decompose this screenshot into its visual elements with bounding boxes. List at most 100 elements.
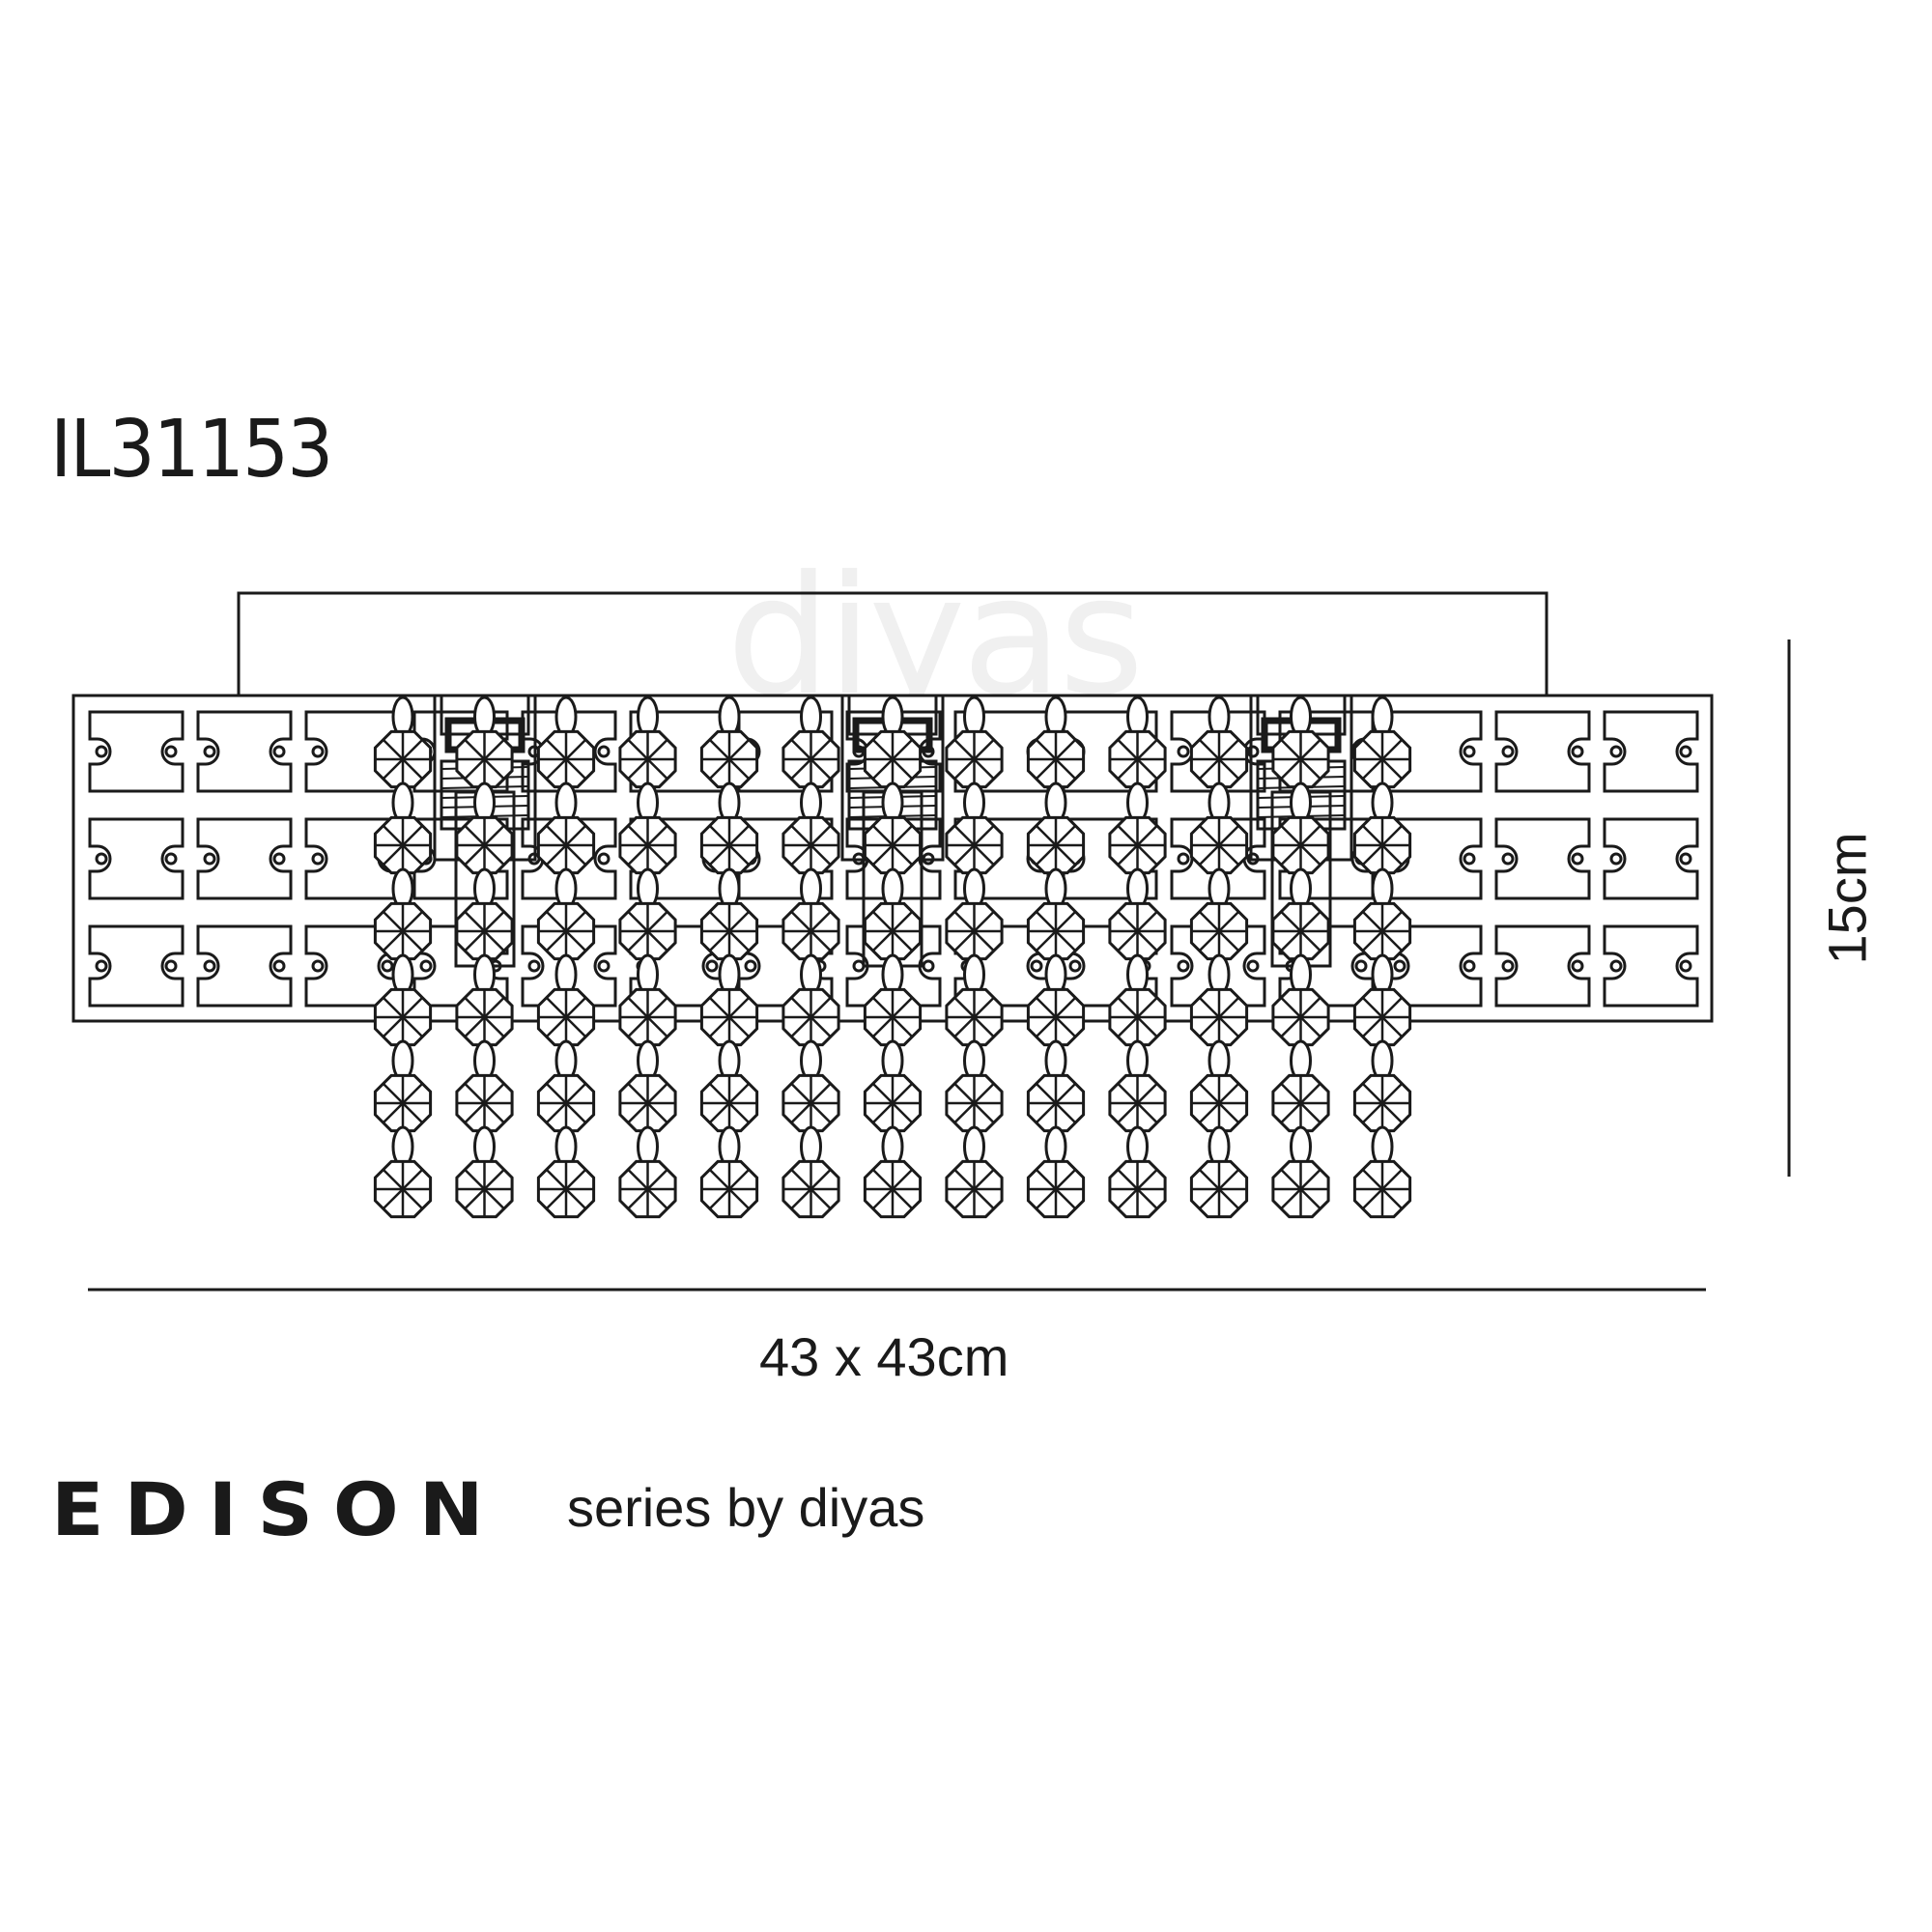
tile-hole-icon <box>1177 745 1190 758</box>
tile-outline <box>1170 710 1266 793</box>
tile-hole-icon <box>203 959 216 973</box>
crystal-strand <box>699 696 759 1219</box>
ceiling-canopy <box>237 591 1548 697</box>
tile-hole-icon <box>164 852 178 866</box>
tile-outline <box>1603 817 1699 900</box>
tile-hole-icon <box>1571 745 1584 758</box>
tile-hole-icon <box>311 959 325 973</box>
canopy-outline <box>237 591 1548 697</box>
tile-hole-icon <box>1609 745 1623 758</box>
tile-outline <box>1170 924 1266 1008</box>
tile-hole-icon <box>1679 959 1692 973</box>
crystal-strand <box>536 696 596 1219</box>
tile-hole-icon <box>1571 852 1584 866</box>
crystal-drops <box>373 696 1412 1219</box>
tile-outline <box>196 710 293 793</box>
tile-hole-icon <box>1354 959 1368 973</box>
tile-outline <box>1494 710 1591 793</box>
tile-hole-icon <box>1609 959 1623 973</box>
tile-hole-icon <box>527 959 541 973</box>
crystal-strand <box>373 696 433 1219</box>
tile-hole-icon <box>1463 852 1476 866</box>
tile-outline <box>1603 710 1699 793</box>
tile-outline <box>1494 817 1591 900</box>
tile-outline <box>88 710 185 793</box>
tile-outline <box>88 817 185 900</box>
product-code: IL31153 <box>50 404 333 496</box>
tile-hole-icon <box>311 852 325 866</box>
tile-hole-icon <box>1679 745 1692 758</box>
tile-plate <box>1494 817 1591 900</box>
series-name: EDISON <box>51 1466 504 1552</box>
dimension-lines <box>88 639 1791 1292</box>
tile-hole-icon <box>381 959 394 973</box>
crystal-strand <box>781 696 840 1219</box>
tile-outline <box>196 924 293 1008</box>
tile-hole-icon <box>744 959 757 973</box>
tile-plate <box>88 710 185 793</box>
crystal-strand <box>1026 696 1086 1219</box>
tile-hole-icon <box>1501 745 1515 758</box>
tile-hole-icon <box>1501 959 1515 973</box>
tile-hole-icon <box>1501 852 1515 866</box>
tile-hole-icon <box>1246 959 1260 973</box>
tile-hole-icon <box>311 745 325 758</box>
tile-hole-icon <box>597 852 611 866</box>
tile-hole-icon <box>1571 959 1584 973</box>
crystal-strand <box>618 696 677 1219</box>
tile-hole-icon <box>203 745 216 758</box>
tile-plate <box>521 924 617 1008</box>
tile-outline <box>521 710 617 793</box>
crystal-strand <box>1108 696 1167 1219</box>
tile-outline <box>1170 817 1266 900</box>
tile-hole-icon <box>597 959 611 973</box>
tile-plate <box>1494 924 1591 1008</box>
tile-plate <box>88 924 185 1008</box>
tile-outline <box>521 924 617 1008</box>
tile-hole-icon <box>419 959 433 973</box>
crystal-strand <box>1271 696 1330 1219</box>
tile-outline <box>845 710 942 793</box>
tile-hole-icon <box>272 959 286 973</box>
tile-plate <box>88 817 185 900</box>
width-dimension-label: 43 x 43cm <box>759 1326 1009 1387</box>
tile-hole-icon <box>1679 852 1692 866</box>
tile-plate <box>1603 710 1699 793</box>
tile-outline <box>196 817 293 900</box>
crystal-strand <box>1352 696 1412 1219</box>
height-dimension-label: 15cm <box>1816 832 1878 965</box>
tile-outline <box>88 924 185 1008</box>
tile-hole-icon <box>95 959 108 973</box>
tile-hole-icon <box>272 745 286 758</box>
tile-hole-icon <box>705 959 719 973</box>
tile-plate <box>196 924 293 1008</box>
tile-hole-icon <box>203 852 216 866</box>
tile-hole-icon <box>95 852 108 866</box>
tile-plate <box>196 817 293 900</box>
tile-plate <box>1603 817 1699 900</box>
tile-outline <box>1603 924 1699 1008</box>
tile-plate <box>1494 710 1591 793</box>
tile-hole-icon <box>272 852 286 866</box>
tile-plate <box>1386 924 1483 1008</box>
tile-plate <box>1170 924 1266 1008</box>
crystal-strand <box>945 696 1004 1219</box>
tile-plate <box>196 710 293 793</box>
tile-hole-icon <box>1393 959 1406 973</box>
tile-hole-icon <box>1463 959 1476 973</box>
tile-hole-icon <box>1068 959 1082 973</box>
tile-hole-icon <box>164 959 178 973</box>
tile-outline <box>1494 924 1591 1008</box>
tile-hole-icon <box>1463 745 1476 758</box>
tile-hole-icon <box>1177 852 1190 866</box>
tile-hole-icon <box>1177 959 1190 973</box>
tile-plate <box>1603 924 1699 1008</box>
tile-hole-icon <box>164 745 178 758</box>
crystal-strand <box>863 696 923 1219</box>
tile-hole-icon <box>597 745 611 758</box>
tile-hole-icon <box>1609 852 1623 866</box>
crystal-strand <box>455 696 514 1219</box>
crystal-strand <box>1189 696 1249 1219</box>
tile-hole-icon <box>1030 959 1043 973</box>
